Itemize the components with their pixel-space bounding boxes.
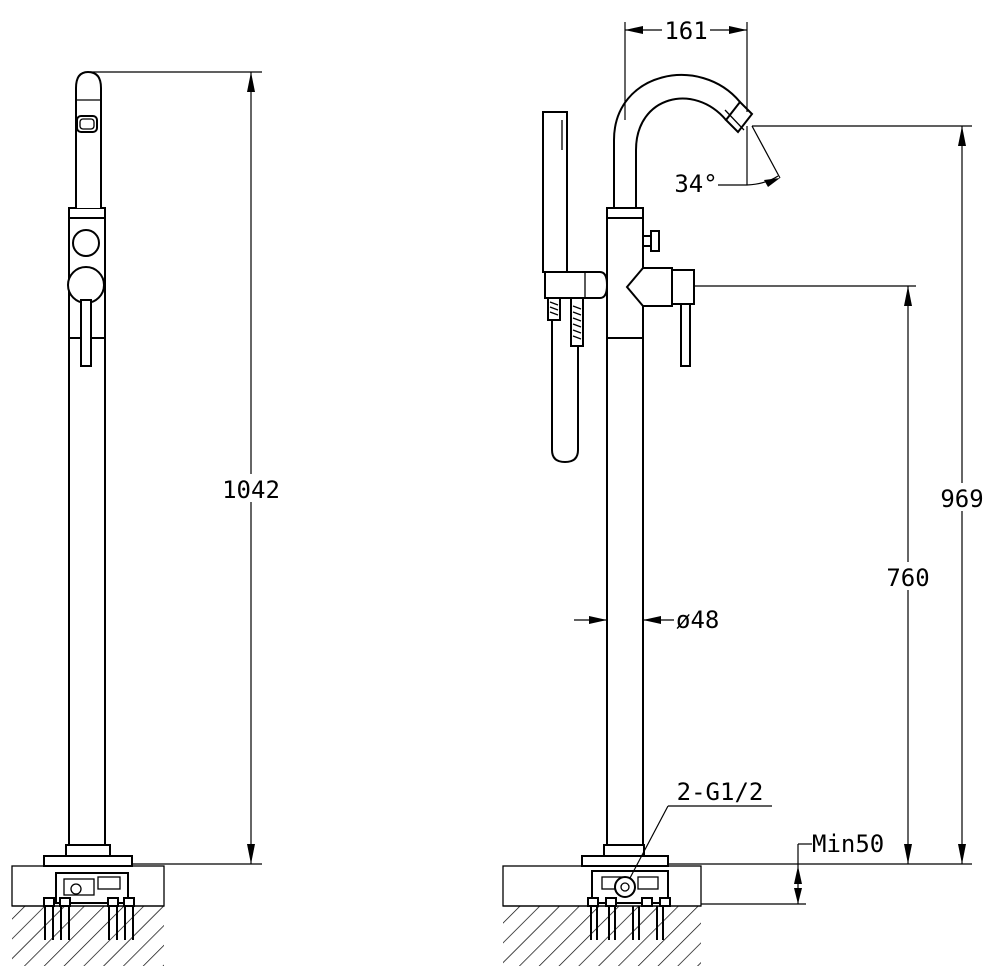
dim-total-height: 1042 <box>90 71 288 865</box>
dim-spout-reach: 161 <box>624 16 748 120</box>
aerator-left <box>76 115 98 133</box>
dim-label-handle-height: 760 <box>886 564 929 592</box>
shower-head <box>542 111 568 273</box>
base-collar-left <box>65 844 111 857</box>
dim-body-diameter: ø48 <box>574 606 719 634</box>
front-view: 1042 <box>11 70 288 966</box>
hand-shower <box>542 111 609 464</box>
diverter-knob-left <box>72 229 100 257</box>
dim-label-body-diameter: ø48 <box>676 606 719 634</box>
floor-section-left <box>11 865 165 966</box>
dim-label-inlet-thread: 2-G1/2 <box>677 778 764 806</box>
shower-holder <box>544 271 609 299</box>
inlet-connector <box>614 876 636 898</box>
base-flange-right <box>581 855 669 867</box>
shower-hose <box>551 320 579 464</box>
mixer-cartridge-left <box>67 266 105 304</box>
side-view: 161 34° 969 760 <box>502 16 1000 966</box>
dim-label-outlet-height: 969 <box>940 485 983 513</box>
dim-label-spout-reach: 161 <box>664 17 707 45</box>
dim-spout-angle: 34° <box>674 125 781 198</box>
base-flange-left <box>43 855 133 867</box>
spout-stem-left <box>75 70 102 208</box>
mixer-lever-left <box>80 299 92 367</box>
dim-outlet-height: 969 <box>668 125 1000 865</box>
gooseneck-spout <box>613 74 754 208</box>
base-collar-right <box>603 844 645 857</box>
mounting-box-left <box>43 872 135 940</box>
dim-label-min-depth: Min50 <box>812 830 884 858</box>
dim-min-depth: Min50 <box>701 830 884 905</box>
faucet-body-right <box>606 207 644 846</box>
diverter-knob-right <box>642 230 660 252</box>
dim-label-spout-angle: 34° <box>674 170 717 198</box>
dim-label-total-height: 1042 <box>222 476 280 504</box>
dim-inlet-thread: 2-G1/2 <box>629 778 772 879</box>
mounting-box-right <box>587 870 671 940</box>
mixer-handle-right <box>625 267 695 367</box>
dim-handle-height: 760 <box>694 285 946 864</box>
